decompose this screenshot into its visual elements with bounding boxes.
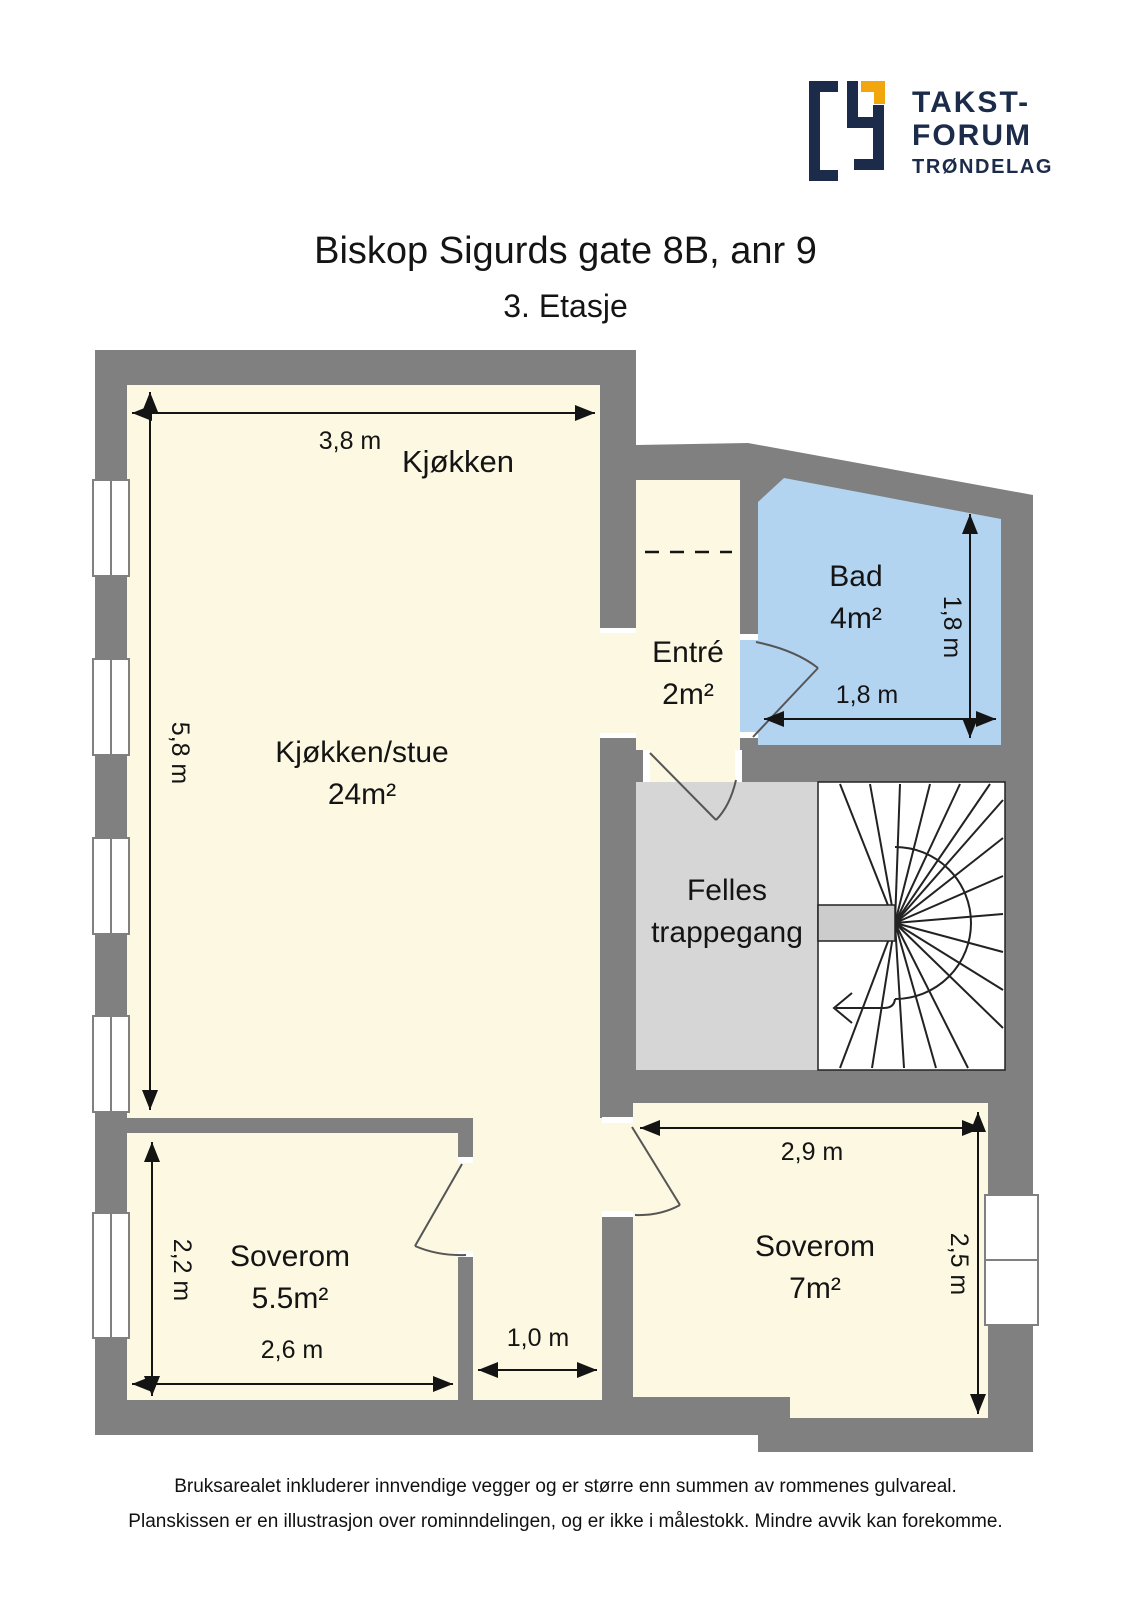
logo-line-1: TAKST-: [912, 86, 1031, 119]
label-kitchen-living-area: 24m²: [328, 778, 396, 811]
window-right-1: [984, 1194, 1039, 1326]
logo-text: TAKST- FORUM TRØNDELAG: [912, 86, 1053, 180]
dim-kitchen-depth: 5,8 m: [166, 722, 194, 785]
floor-bedroom-large: [633, 1103, 988, 1397]
floor-bedroom-small: [127, 1133, 458, 1400]
label-bedroom-small: Soverom: [230, 1240, 350, 1273]
door-jambs: [458, 628, 758, 1257]
window-left-5: [92, 1212, 130, 1339]
disclaimer-line-1: Bruksarealet inkluderer innvendige vegge…: [174, 1476, 957, 1497]
dim-bath-width: 1,8 m: [836, 681, 899, 709]
floor-subtitle: 3. Etasje: [503, 288, 628, 324]
staircase: [817, 781, 1006, 1071]
floor-opening-kitchen-entre: [600, 633, 638, 733]
logo-line-2: FORUM: [912, 119, 1032, 152]
dim-bath-depth: 1,8 m: [938, 596, 966, 659]
door-bedroom-large: [631, 1126, 681, 1217]
stair-walk-arrow-icon: [832, 992, 853, 1024]
floor-kitchen-living: [127, 385, 600, 1118]
page-title: Biskop Sigurds gate 8B, anr 9: [314, 230, 817, 272]
floor-bathroom: [740, 478, 1001, 745]
floor-areas: [127, 385, 988, 1418]
door-bedroom-small: [414, 1163, 467, 1257]
dim-bedroom-large-width: 2,9 m: [781, 1138, 844, 1166]
label-bedroom-large-area: 7m²: [789, 1272, 841, 1305]
dim-hall-width: 1,0 m: [507, 1324, 570, 1352]
label-stairwell-2: trappegang: [651, 916, 803, 949]
windows: [92, 479, 1039, 1339]
logo-line-3: TRØNDELAG: [912, 156, 1054, 178]
window-left-1: [92, 479, 130, 577]
dim-bedroom-small-depth: 2,2 m: [168, 1239, 196, 1302]
window-left-3: [92, 837, 130, 935]
disclaimer-line-2: Planskissen er en illustrasjon over romi…: [128, 1511, 1003, 1532]
stair-landing: [817, 904, 896, 942]
door-bathroom: [752, 641, 819, 738]
label-bath: Bad: [829, 560, 882, 593]
door-entrance: [649, 752, 737, 821]
floor-entre: [636, 480, 740, 750]
floor-bedroom-small-doorgap: [458, 1163, 473, 1251]
floor-bedroom-large-doorgap: [602, 1123, 633, 1211]
label-kitchen: Kjøkken: [402, 444, 514, 479]
label-bedroom-small-area: 5.5m²: [252, 1282, 329, 1315]
floor-bedroom-large-step: [790, 1397, 988, 1418]
company-logo: TAKST- FORUM TRØNDELAG: [806, 78, 1053, 184]
label-entre: Entré: [652, 636, 724, 669]
doors: [414, 641, 819, 1257]
floor-hallway: [473, 1118, 602, 1400]
dim-bedroom-small-width: 2,6 m: [261, 1336, 324, 1364]
dimension-lines: [132, 392, 996, 1414]
label-kitchen-living: Kjøkken/stue: [275, 736, 448, 769]
label-entre-area: 2m²: [662, 678, 714, 711]
label-stairwell-1: Felles: [687, 874, 767, 907]
dim-kitchen-width: 3,8 m: [319, 427, 382, 455]
label-bath-area: 4m²: [830, 602, 882, 635]
stair-walk-line: [836, 998, 896, 1009]
window-left-2: [92, 658, 130, 756]
dim-bedroom-large-depth: 2,5 m: [945, 1233, 973, 1296]
floor-plan-drawing: Kjøkken Kjøkken/stue 24m² Entré 2m² Bad …: [92, 350, 1039, 1452]
label-bedroom-large: Soverom: [755, 1230, 875, 1263]
logo-mark-icon: [809, 81, 885, 181]
window-left-4: [92, 1015, 130, 1113]
